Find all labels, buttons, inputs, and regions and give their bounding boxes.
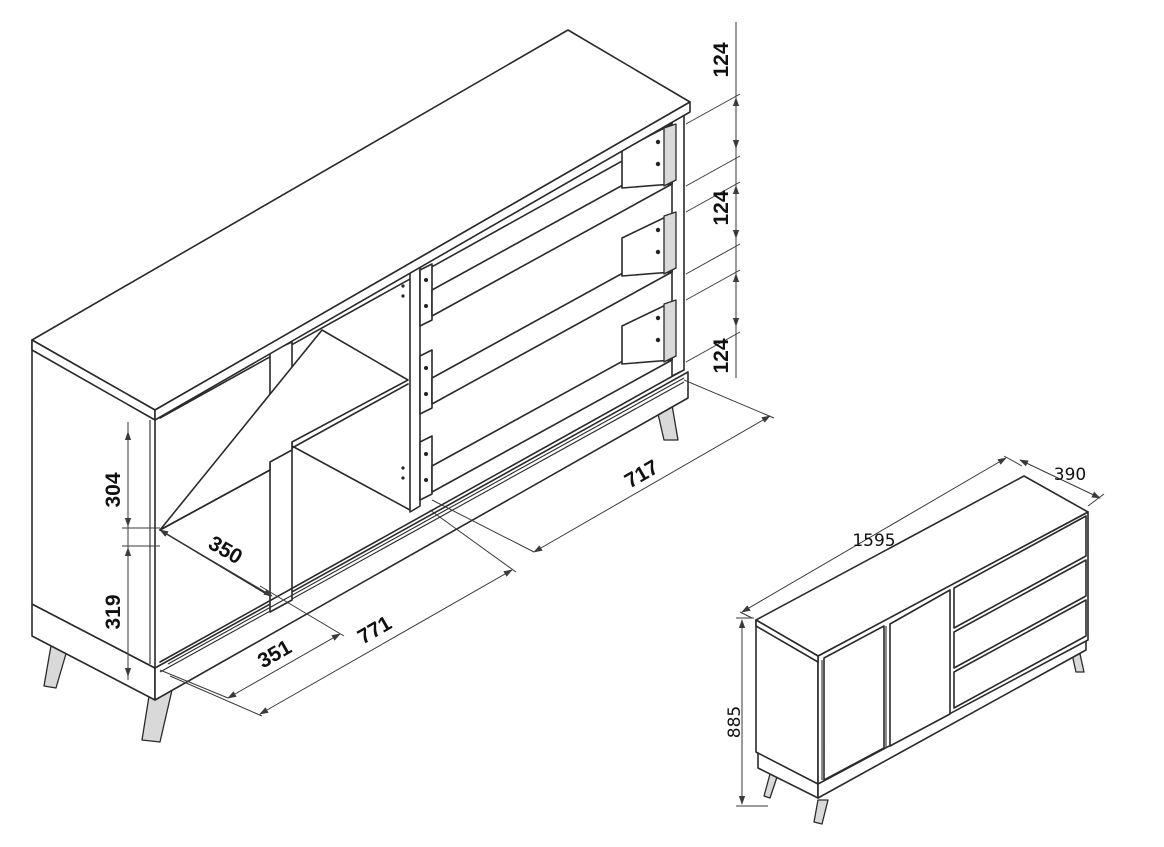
dim-label-124-bottom: 124 <box>710 338 733 373</box>
dim-label-771: 771 <box>354 611 396 649</box>
overview-height-label: 885 <box>725 706 745 738</box>
overview-depth-label: 390 <box>1054 465 1086 485</box>
dim-label-124-middle: 124 <box>710 190 733 225</box>
cabinet-drawers <box>419 123 677 501</box>
overview-dimension-lines <box>736 455 1105 807</box>
dim-label-124-top: 124 <box>710 42 733 77</box>
dim-label-717: 717 <box>621 456 663 493</box>
dim-label-319: 319 <box>102 594 125 629</box>
overview-width-label: 1595 <box>852 531 895 551</box>
main-dimension-lines <box>122 22 775 717</box>
overview-cabinet-drawing <box>755 475 1089 825</box>
drawer-top <box>419 123 677 327</box>
dim-label-304: 304 <box>102 472 125 507</box>
dim-label-350: 350 <box>204 532 246 569</box>
cabinet-top <box>31 29 691 421</box>
drawer-middle <box>419 211 677 415</box>
drawer-bottom <box>419 299 677 501</box>
overview-dimension-labels: 1595 390 885 <box>725 465 1086 738</box>
